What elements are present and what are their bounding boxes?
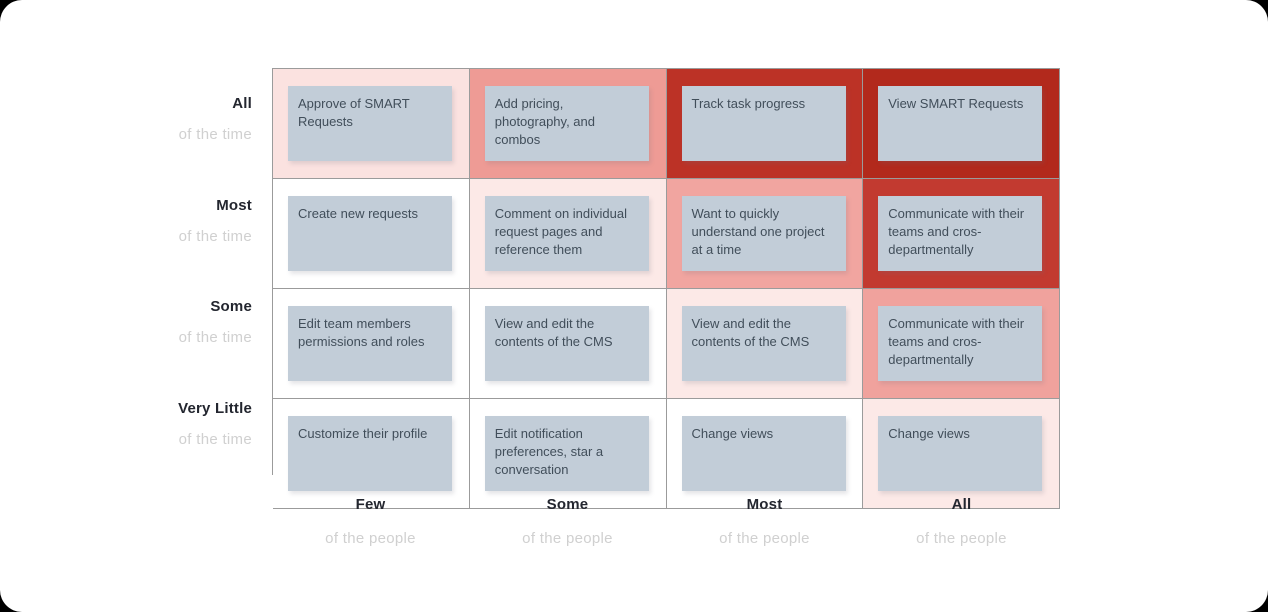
task-card: Edit team members permissions and roles bbox=[288, 306, 452, 381]
col-label-secondary: of the people bbox=[916, 530, 1007, 547]
row-label-primary: Most bbox=[216, 196, 252, 214]
matrix-cell: Edit notification preferences, star a co… bbox=[469, 399, 667, 509]
col-label-primary: Most bbox=[746, 496, 783, 513]
y-axis-labels: All of the time Most of the time Some of… bbox=[0, 68, 262, 475]
task-card: Customize their profile bbox=[288, 416, 452, 491]
task-card: Communicate with their teams and cros-de… bbox=[878, 196, 1043, 271]
matrix-cell: View and edit the contents of the CMS bbox=[469, 289, 667, 399]
matrix-cell: Change views bbox=[863, 399, 1060, 509]
matrix-cell: Communicate with their teams and cros-de… bbox=[863, 179, 1060, 289]
col-label-few: Few of the people bbox=[272, 487, 469, 547]
row-label-primary: Very Little bbox=[178, 400, 252, 418]
row-label-secondary: of the time bbox=[178, 227, 252, 245]
row-label-secondary: of the time bbox=[178, 125, 252, 143]
task-card: Communicate with their teams and cros-de… bbox=[878, 306, 1043, 381]
col-label-primary: Some bbox=[546, 496, 589, 513]
x-axis-labels: Few of the people Some of the people Mos… bbox=[272, 487, 1060, 547]
matrix-cell: Track task progress bbox=[666, 69, 864, 179]
task-card: Approve of SMART Requests bbox=[288, 86, 452, 161]
row-label-secondary: of the time bbox=[178, 431, 252, 449]
matrix-cell: View and edit the contents of the CMS bbox=[666, 289, 864, 399]
task-matrix: Approve of SMART Requests Add pricing, p… bbox=[272, 68, 1060, 509]
matrix-cell: Approve of SMART Requests bbox=[273, 69, 470, 179]
task-card: Want to quickly understand one project a… bbox=[681, 196, 846, 271]
task-card: Track task progress bbox=[681, 86, 846, 161]
col-label-primary: Few bbox=[355, 496, 386, 513]
col-label-secondary: of the people bbox=[719, 530, 810, 547]
col-label-secondary: of the people bbox=[325, 530, 416, 547]
matrix-cell: Communicate with their teams and cros-de… bbox=[863, 289, 1060, 399]
task-card: View SMART Requests bbox=[878, 86, 1043, 161]
task-card: View and edit the contents of the CMS bbox=[681, 306, 846, 381]
matrix-cell: Add pricing, photography, and combos bbox=[469, 69, 667, 179]
matrix-cell: Edit team members permissions and roles bbox=[273, 289, 470, 399]
task-card: Comment on individual request pages and … bbox=[484, 196, 649, 271]
row-label-primary: All bbox=[232, 94, 252, 112]
matrix-cell: Want to quickly understand one project a… bbox=[666, 179, 864, 289]
row-label-most: Most of the time bbox=[0, 170, 262, 272]
matrix-cell: View SMART Requests bbox=[863, 69, 1060, 179]
col-label-most: Most of the people bbox=[666, 487, 863, 547]
col-label-some: Some of the people bbox=[469, 487, 666, 547]
row-label-very-little: Very Little of the time bbox=[0, 373, 262, 475]
task-card: Edit notification preferences, star a co… bbox=[484, 416, 649, 491]
matrix-cell: Comment on individual request pages and … bbox=[469, 179, 667, 289]
col-label-secondary: of the people bbox=[522, 530, 613, 547]
row-label-secondary: of the time bbox=[178, 329, 252, 347]
row-label-primary: Some bbox=[210, 298, 252, 316]
task-card: Create new requests bbox=[288, 196, 452, 271]
matrix-cell: Change views bbox=[666, 399, 864, 509]
task-card: View and edit the contents of the CMS bbox=[484, 306, 649, 381]
task-card: Change views bbox=[681, 416, 846, 491]
task-card: Add pricing, photography, and combos bbox=[484, 86, 649, 161]
matrix-cell: Customize their profile bbox=[273, 399, 470, 509]
row-label-some: Some of the time bbox=[0, 272, 262, 374]
matrix-cell: Create new requests bbox=[273, 179, 470, 289]
col-label-primary: All bbox=[951, 496, 972, 513]
row-label-all: All of the time bbox=[0, 68, 262, 170]
task-card: Change views bbox=[878, 416, 1043, 491]
col-label-all: All of the people bbox=[863, 487, 1060, 547]
